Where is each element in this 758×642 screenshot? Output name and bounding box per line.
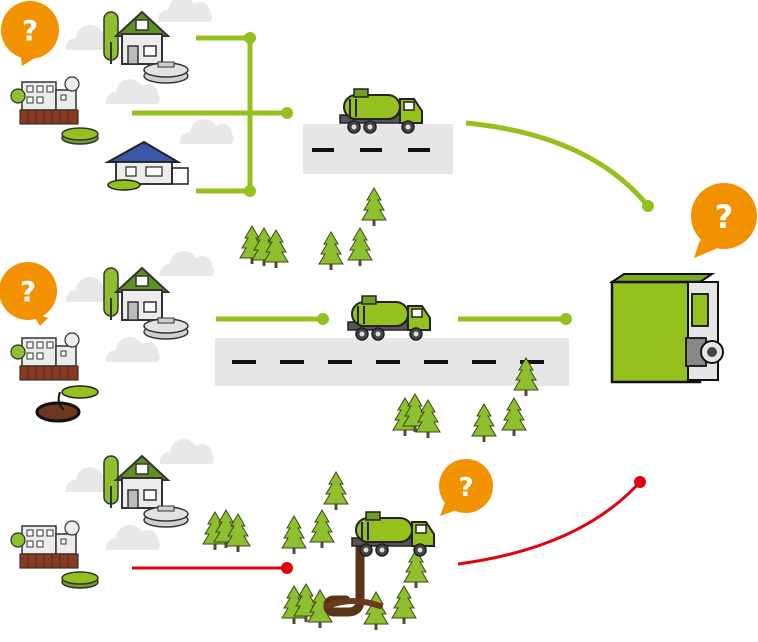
overflowing-tank-icon	[35, 385, 99, 423]
sludge-pipe	[323, 543, 383, 617]
junction-dot	[281, 562, 293, 574]
junction-dot	[281, 107, 293, 119]
junction-dot	[642, 200, 654, 212]
junction-dot	[317, 313, 329, 325]
apartment-building-icon	[10, 520, 80, 569]
svg-text:?: ?	[22, 14, 38, 47]
question-bubble: ?	[1, 1, 59, 66]
road-markings	[312, 148, 430, 152]
road-markings	[232, 360, 544, 364]
trees	[239, 187, 387, 271]
junction-dot	[244, 32, 256, 44]
junction-dot	[634, 476, 646, 488]
svg-text:?: ?	[715, 198, 734, 236]
small-house-icon	[104, 140, 189, 191]
junction-dot	[560, 313, 572, 325]
cloud-icon	[179, 119, 234, 144]
broken-connection-lines	[132, 480, 642, 570]
septic-tank-icon	[143, 61, 189, 84]
svg-text:?: ?	[458, 473, 473, 503]
septic-tank-icon	[143, 505, 189, 528]
row-1	[10, 0, 654, 212]
septic-tank-icon	[61, 571, 99, 589]
septic-tank-icon	[61, 127, 99, 145]
cloud-icon	[105, 79, 160, 104]
septic-tank-icon	[143, 317, 189, 340]
apartment-building-icon	[10, 76, 80, 125]
row-2	[10, 251, 572, 423]
tanker-truck-icon	[347, 295, 431, 341]
tanker-truck-icon	[351, 511, 435, 557]
treatment-station-icon	[608, 273, 724, 384]
connection-lines	[132, 35, 650, 208]
junction-dot	[244, 185, 256, 197]
cloud-icon	[159, 251, 214, 276]
svg-text:?: ?	[20, 275, 36, 308]
apartment-building-icon	[10, 332, 80, 381]
row-3	[10, 439, 646, 631]
question-bubble: ?	[0, 262, 57, 326]
house-icon	[103, 267, 169, 321]
cloud-icon	[105, 525, 160, 550]
cloud-icon	[105, 337, 160, 362]
cloud-icon	[157, 0, 212, 22]
question-bubble: ?	[691, 183, 757, 258]
question-bubble: ?	[439, 459, 493, 516]
cloud-icon	[159, 439, 214, 464]
trees	[202, 471, 429, 631]
house-icon	[103, 455, 169, 509]
